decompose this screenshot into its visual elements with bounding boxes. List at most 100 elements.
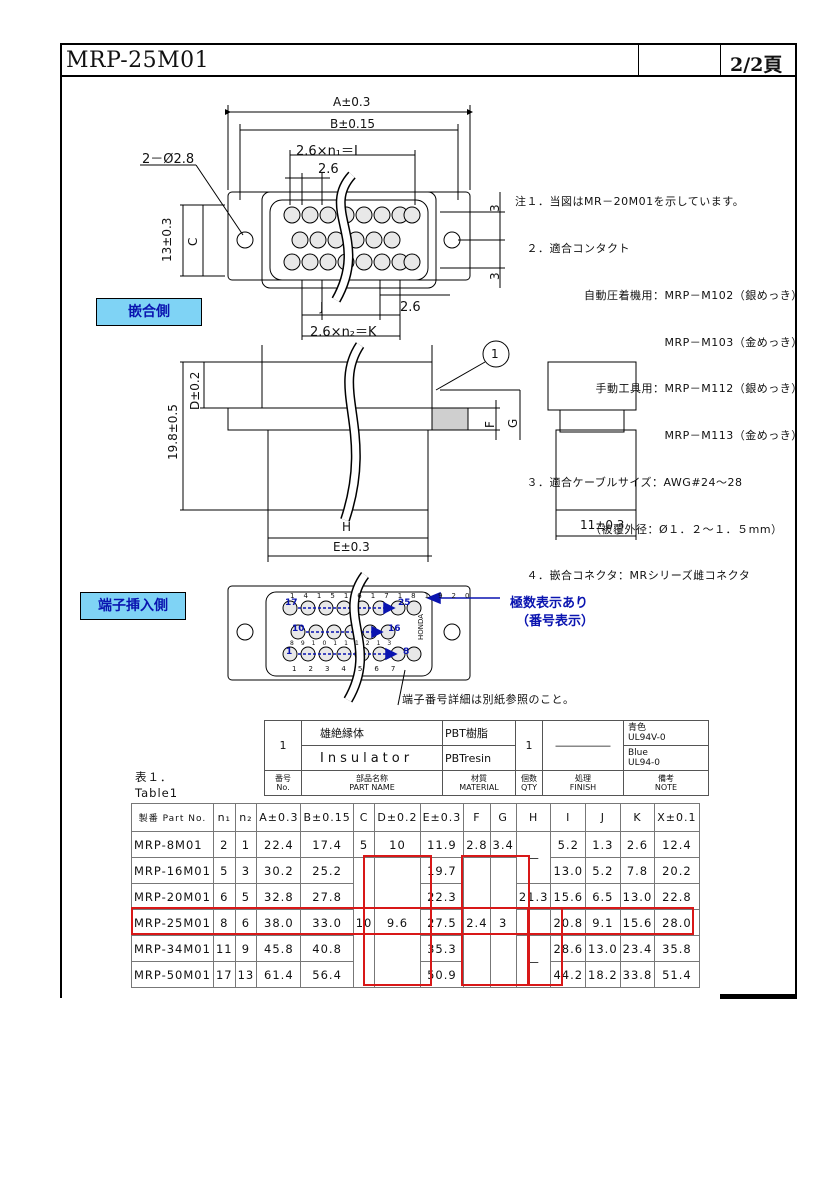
dims-header-cell: G <box>489 803 517 832</box>
part-number-cell: MRP-16M01 <box>131 857 214 884</box>
dims-value-cell: 23.4 <box>619 935 656 962</box>
bottom-row-numbers: 1234567 <box>292 665 407 673</box>
dims-value-cell: 13.0 <box>619 883 656 910</box>
pin-number: 4 <box>341 665 358 673</box>
dims-value-cell: 2.4 <box>463 857 491 988</box>
dims-header-cell: 製番 Part No. <box>131 803 214 832</box>
row-end-bottom: 8 <box>403 647 410 657</box>
dims-value-cell: 25.2 <box>300 857 354 884</box>
dims-value-cell: 5 <box>212 857 236 884</box>
part-name-jp: 雄絶縁体 <box>301 720 443 746</box>
dims-value-cell: 17.4 <box>300 831 354 858</box>
dim-pitch-n2-label: 2.6×n₂＝K <box>310 325 377 340</box>
dims-value-cell: 38.0 <box>256 909 302 936</box>
dims-header-cell: C <box>352 803 376 832</box>
drawing-notes: 注１．当図はMR－20M01を示しています。 ２．適合コンタクト 自動圧着機用：… <box>515 163 803 600</box>
row-start-mid: 10 <box>292 624 305 634</box>
dims-value-cell: 40.8 <box>300 935 354 962</box>
dims-value-cell: 18.2 <box>585 961 621 988</box>
head-qty-jp: 個数 <box>521 774 537 783</box>
dim-3-top-label: 3 <box>488 204 502 212</box>
title-cell-divider <box>720 43 721 77</box>
frame-right-border <box>795 43 797 998</box>
dims-header-cell: H <box>515 803 552 832</box>
head-fin-jp: 処理 <box>575 774 591 783</box>
dims-value-cell: 51.4 <box>654 961 700 988</box>
table-caption: 表１． Table1 <box>135 769 178 801</box>
head-name-jp: 部品名称 <box>356 774 388 783</box>
head-no-en: No. <box>276 783 290 792</box>
dims-header-cell: X±0.1 <box>654 803 700 832</box>
finish-cell: ――――― <box>542 720 624 771</box>
dim-d-label: D±0.2 <box>188 371 202 410</box>
dims-value-cell: 56.4 <box>300 961 354 988</box>
dims-value-cell: 61.4 <box>256 961 302 988</box>
pin-number: 16 <box>343 592 371 600</box>
head-no-jp: 番号 <box>275 774 291 783</box>
callout-number: 1 <box>491 347 499 361</box>
dims-value-cell: 35.8 <box>654 935 700 962</box>
dim-pitch-right-label: 2.6 <box>400 300 421 315</box>
note-ul-1: UL94V-0 <box>628 733 666 743</box>
dims-header-cell: B±0.15 <box>300 803 354 832</box>
top-row-numbers: 14151617181920 <box>290 592 478 600</box>
title-divider <box>60 75 797 77</box>
dims-value-cell: 17 <box>212 961 236 988</box>
pin-number: 18 <box>397 592 425 600</box>
dims-value-cell: 10 <box>374 831 421 858</box>
head-fin-en: FINISH <box>569 783 597 792</box>
mid-row-numbers: 8910111213 <box>290 640 398 647</box>
pin-number: 13 <box>376 640 399 647</box>
polarity-note-sub: （番号表示） <box>516 614 595 629</box>
dim-e-label: E±0.3 <box>333 540 370 554</box>
dims-value-cell: 13.0 <box>550 857 587 884</box>
dim-j-label: J <box>320 300 324 314</box>
dims-value-cell: 2.8 <box>463 831 491 858</box>
dims-value-cell: 5.2 <box>550 831 587 858</box>
part-no-cell: 1 <box>264 720 302 771</box>
dim-height-label: 13±0.3 <box>160 217 174 262</box>
dims-value-cell: 3 <box>489 857 517 988</box>
dims-value-cell: 1 <box>234 831 258 858</box>
row-start-top: 17 <box>285 598 298 608</box>
frame-top-border <box>60 43 797 45</box>
head-note-jp: 備考 <box>658 774 674 783</box>
dim-g-label: G <box>506 418 520 428</box>
dims-header-cell: J <box>585 803 621 832</box>
dim-total-label: 19.8±0.5 <box>166 404 180 460</box>
table-caption-en: Table1 <box>135 786 179 800</box>
dims-value-cell: 33.0 <box>300 909 354 936</box>
dims-value-cell: 15.6 <box>550 883 587 910</box>
brand-mark: HONDA <box>417 613 425 640</box>
dims-value-cell: 5 <box>352 831 376 858</box>
dims-value-cell: 5.2 <box>585 857 621 884</box>
highlight-row-mrp-25m01 <box>131 907 694 935</box>
pin-number: 1 <box>292 665 309 673</box>
dim-c-label: C <box>186 237 200 246</box>
frame-left-border <box>60 43 62 998</box>
dim-side-label: 11±0.3 <box>580 518 625 532</box>
dims-value-cell: 9 <box>234 935 258 962</box>
note-line: ３．適合ケーブルサイズ：AWG#24～28 <box>515 475 743 489</box>
row-start-bottom: 1 <box>286 647 293 657</box>
note-line: 注１．当図はMR－20M01を示しています。 <box>515 195 745 209</box>
dims-value-cell: 45.8 <box>256 935 302 962</box>
note-ul-2: UL94-0 <box>628 758 661 768</box>
title-cell-divider <box>638 43 639 77</box>
pin-number: 14 <box>290 592 317 600</box>
polarity-note: 極数表示あり <box>510 596 589 611</box>
dims-value-cell: 11 <box>212 935 236 962</box>
dims-value-cell: 30.2 <box>256 857 302 884</box>
dims-value-cell: 6.5 <box>585 883 621 910</box>
dims-header-cell: I <box>550 803 587 832</box>
dim-b-label: B±0.15 <box>330 117 376 131</box>
dims-value-cell: 3 <box>234 857 258 884</box>
highlight-f-g-columns <box>461 855 530 986</box>
